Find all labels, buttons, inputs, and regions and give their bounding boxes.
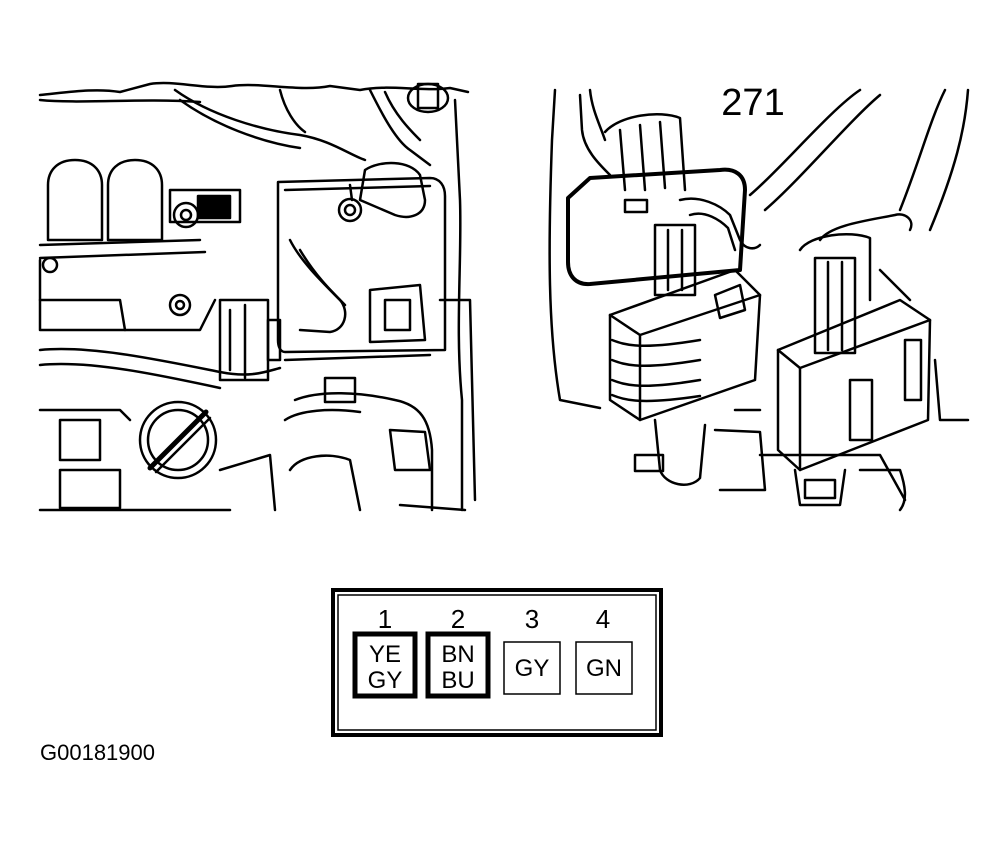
pin-wire-color: GN	[586, 655, 622, 682]
pin-number: 2	[451, 604, 465, 634]
pin-box	[352, 631, 418, 699]
pin-number: 4	[596, 604, 610, 634]
pin-wire-color: BU	[441, 667, 474, 694]
relay-bracket-illustration	[548, 88, 970, 512]
pin-box	[575, 641, 633, 695]
pin-number: 1	[378, 604, 392, 634]
pin-wire-color: GY	[368, 667, 403, 694]
callout-number: 271	[721, 82, 784, 124]
pin-wire-color: BN	[441, 641, 474, 668]
connector-inner-outline	[337, 594, 657, 731]
engine-bay-illustration	[38, 81, 477, 512]
figure-id: G00181900	[40, 740, 155, 765]
pin-box	[503, 641, 561, 695]
pin-wire-color: YE	[369, 641, 401, 668]
connector-pinout: 1 YE GY 2 BN BU 3 GY 4 GN	[331, 588, 663, 737]
pin-wire-color: GY	[515, 655, 550, 682]
pin-number: 3	[525, 604, 539, 634]
pin-box	[425, 631, 491, 699]
